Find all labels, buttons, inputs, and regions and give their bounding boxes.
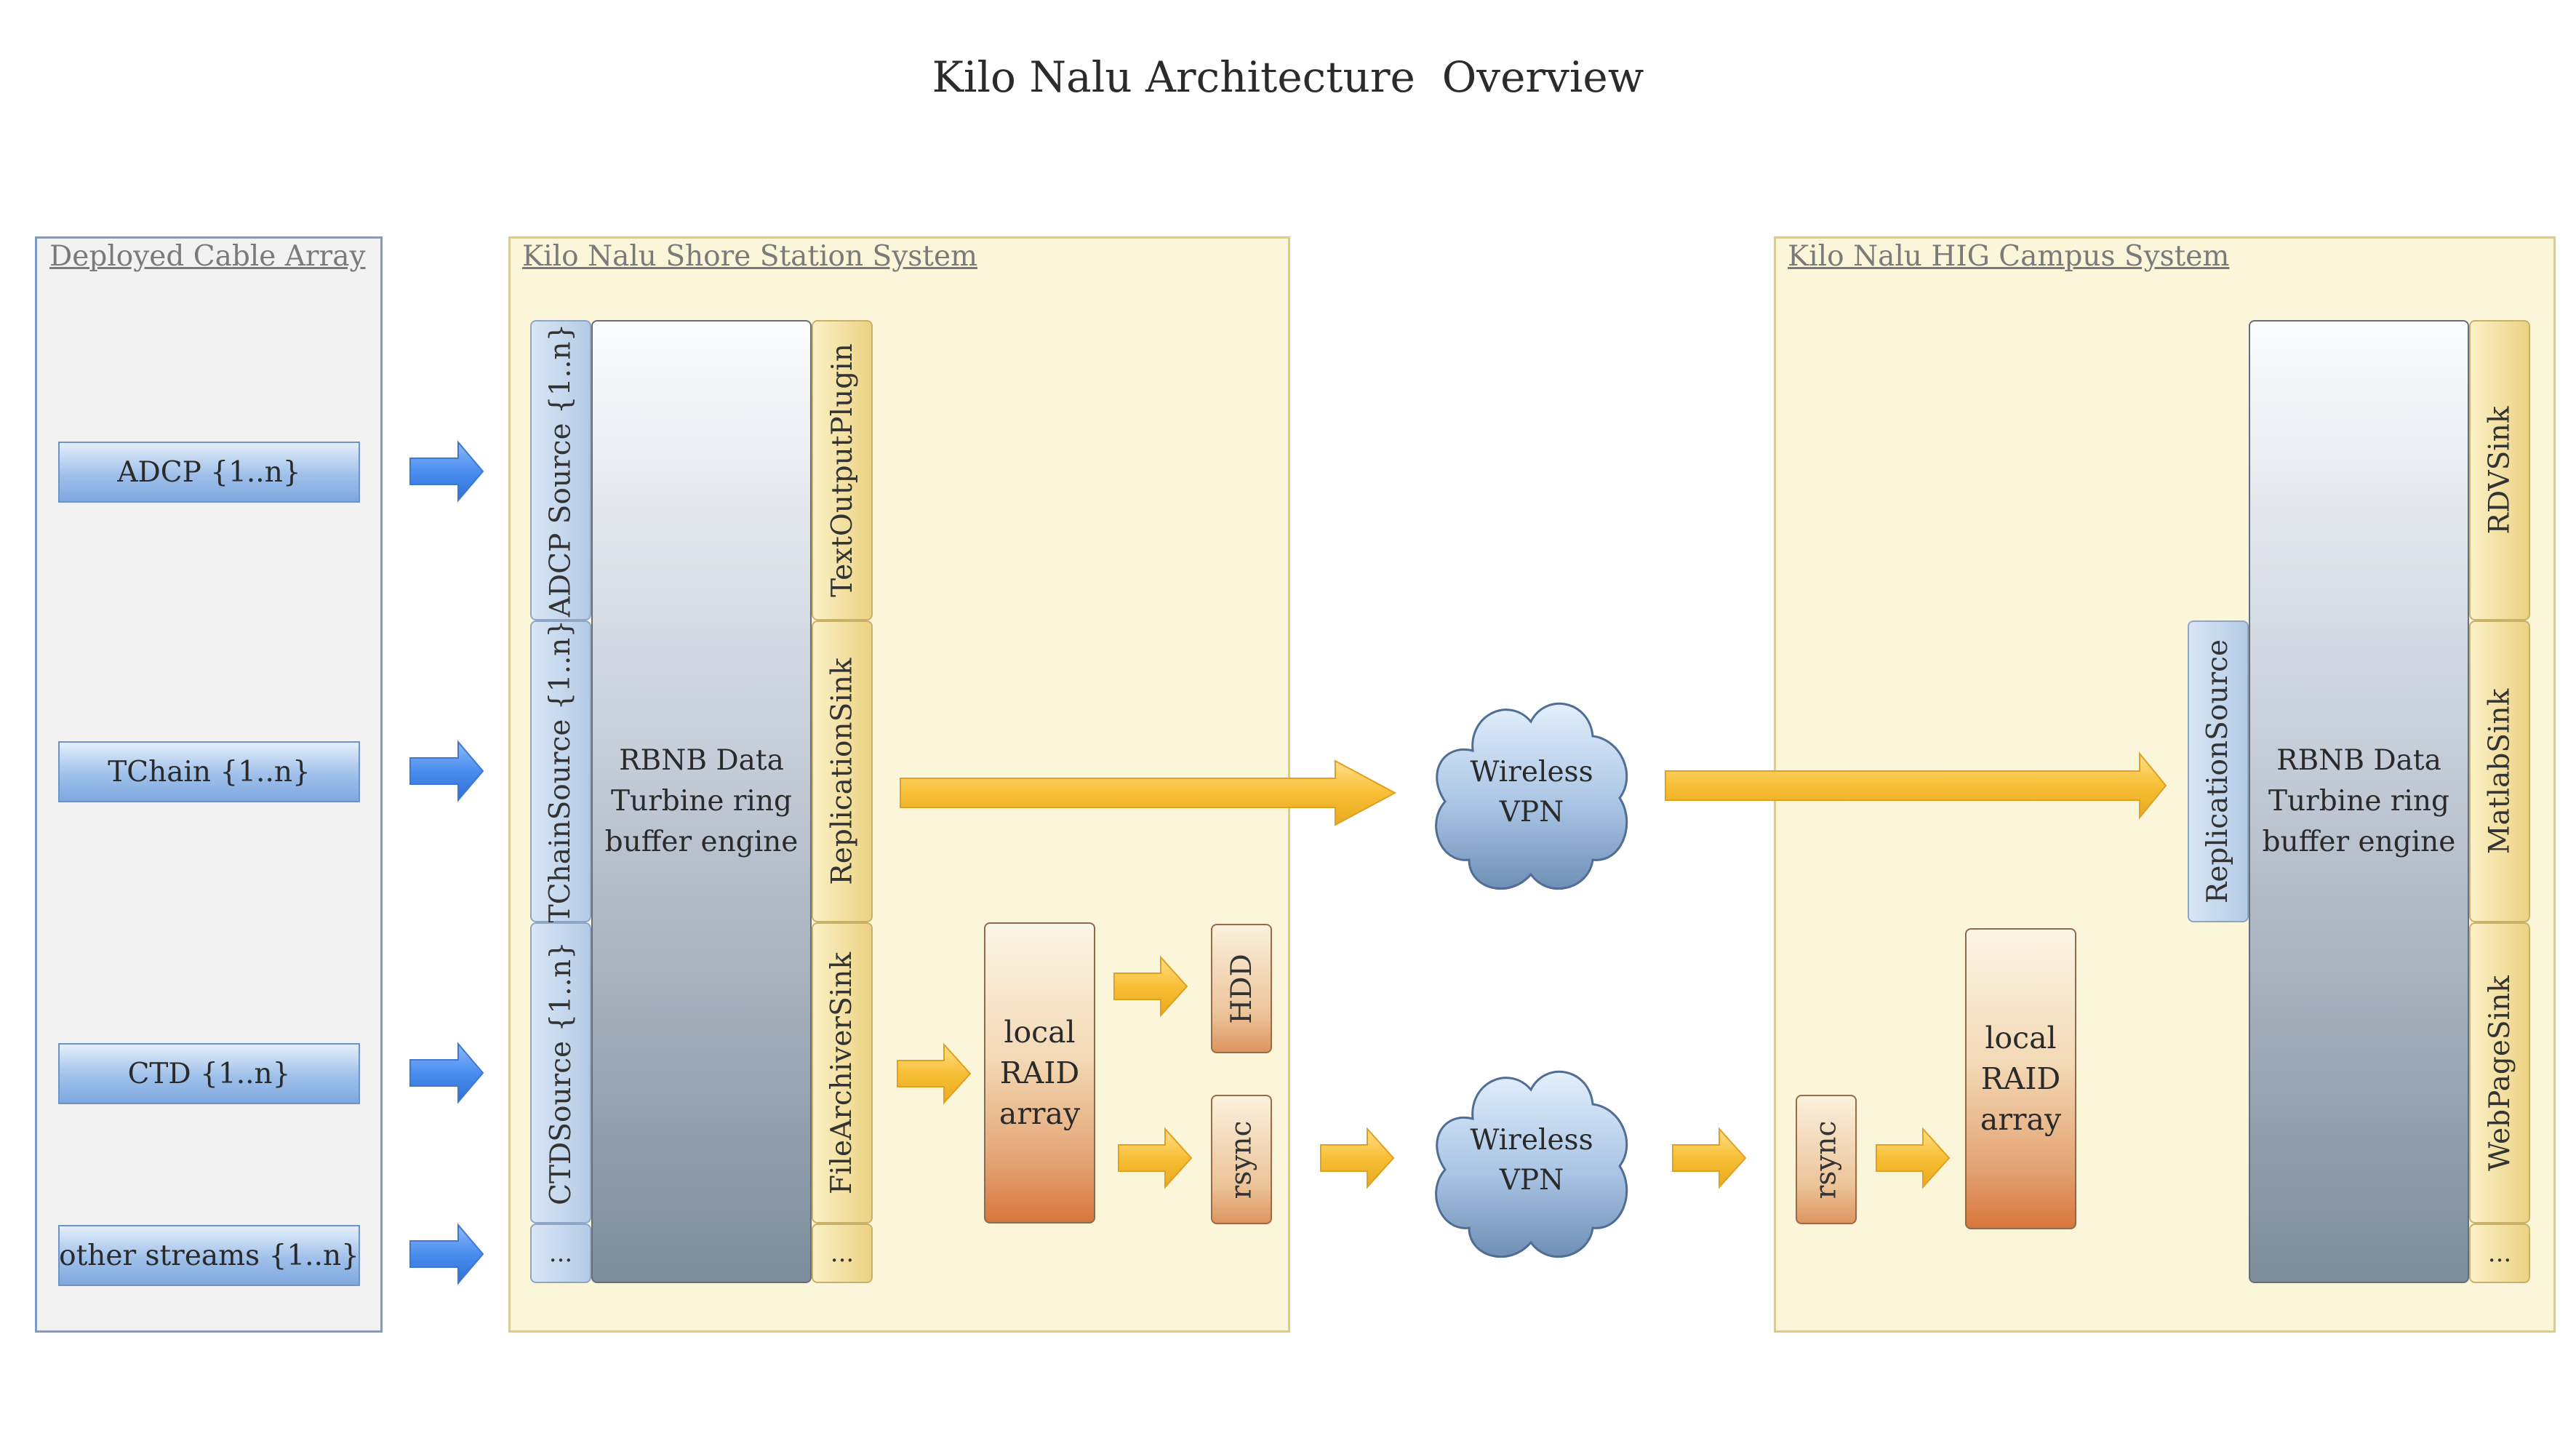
shore-station-label: Kilo Nalu Shore Station System	[522, 240, 978, 273]
cloud-icon-upper	[1435, 702, 1628, 890]
campus-sink-more: ...	[2469, 1224, 2530, 1283]
campus-sink-matlab: MatlabSink	[2469, 620, 2530, 922]
instrument-ctd: CTD {1..n}	[58, 1043, 360, 1104]
shore-hdd: HDD	[1211, 924, 1272, 1053]
source-more: ...	[530, 1224, 591, 1283]
sink-text-output-plugin: TextOutputPlugin	[812, 320, 873, 620]
instrument-tchain: TChain {1..n}	[58, 741, 360, 802]
campus-rbnb-engine: RBNB Data Turbine ring buffer engine	[2249, 320, 2469, 1283]
campus-rsync: rsync	[1796, 1095, 1857, 1224]
cloud-icon-lower	[1435, 1070, 1628, 1258]
campus-replication-source: ReplicationSource	[2188, 620, 2249, 922]
cloud-label-lower: Wireless VPN	[1470, 1124, 1593, 1197]
cloud-label-upper: Wireless VPN	[1470, 756, 1593, 829]
yellow-arrow-vpn-to-campus-rsync	[1672, 1127, 1747, 1189]
yellow-arrow-raid-to-rsync	[1118, 1127, 1193, 1189]
source-ctd: CTDSource {1..n}	[530, 922, 591, 1224]
campus-sink-webpage: WebPageSink	[2469, 922, 2530, 1224]
instrument-other-streams: other streams {1..n}	[58, 1225, 360, 1286]
campus-local-raid: local RAID array	[1965, 928, 2076, 1229]
yellow-arrow-campus-rsync-to-raid	[1876, 1127, 1951, 1189]
source-adcp: ADCP Source {1..n}	[530, 320, 591, 620]
instrument-adcp: ADCP {1..n}	[58, 442, 360, 503]
shore-local-raid: local RAID array	[984, 922, 1095, 1224]
blue-arrow-other-streams	[409, 1223, 484, 1285]
blue-arrow-adcp	[409, 440, 484, 503]
campus-label: Kilo Nalu HIG Campus System	[1788, 240, 2230, 273]
yellow-arrow-raid-to-hdd	[1113, 955, 1188, 1018]
sink-replication: ReplicationSink	[812, 620, 873, 922]
shore-rsync: rsync	[1211, 1095, 1272, 1224]
blue-arrow-ctd	[409, 1042, 484, 1104]
yellow-arrow-to-vpn-upper	[900, 759, 1397, 826]
cable-array-label: Deployed Cable Array	[49, 240, 366, 273]
source-tchain: TChainSource {1..n}	[530, 620, 591, 923]
yellow-arrow-rsync-to-vpn	[1320, 1127, 1395, 1189]
yellow-arrow-sink-to-raid	[897, 1042, 972, 1105]
sink-more: ...	[812, 1224, 873, 1283]
sink-file-archiver: FileArchiverSink	[812, 922, 873, 1224]
campus-sink-rdv: RDVSink	[2469, 320, 2530, 620]
yellow-arrow-vpn-to-replication-source	[1665, 751, 2167, 820]
diagram-title: Kilo Nalu Architecture Overview	[932, 52, 1644, 102]
blue-arrow-tchain	[409, 740, 484, 802]
shore-rbnb-engine: RBNB Data Turbine ring buffer engine	[591, 320, 812, 1283]
